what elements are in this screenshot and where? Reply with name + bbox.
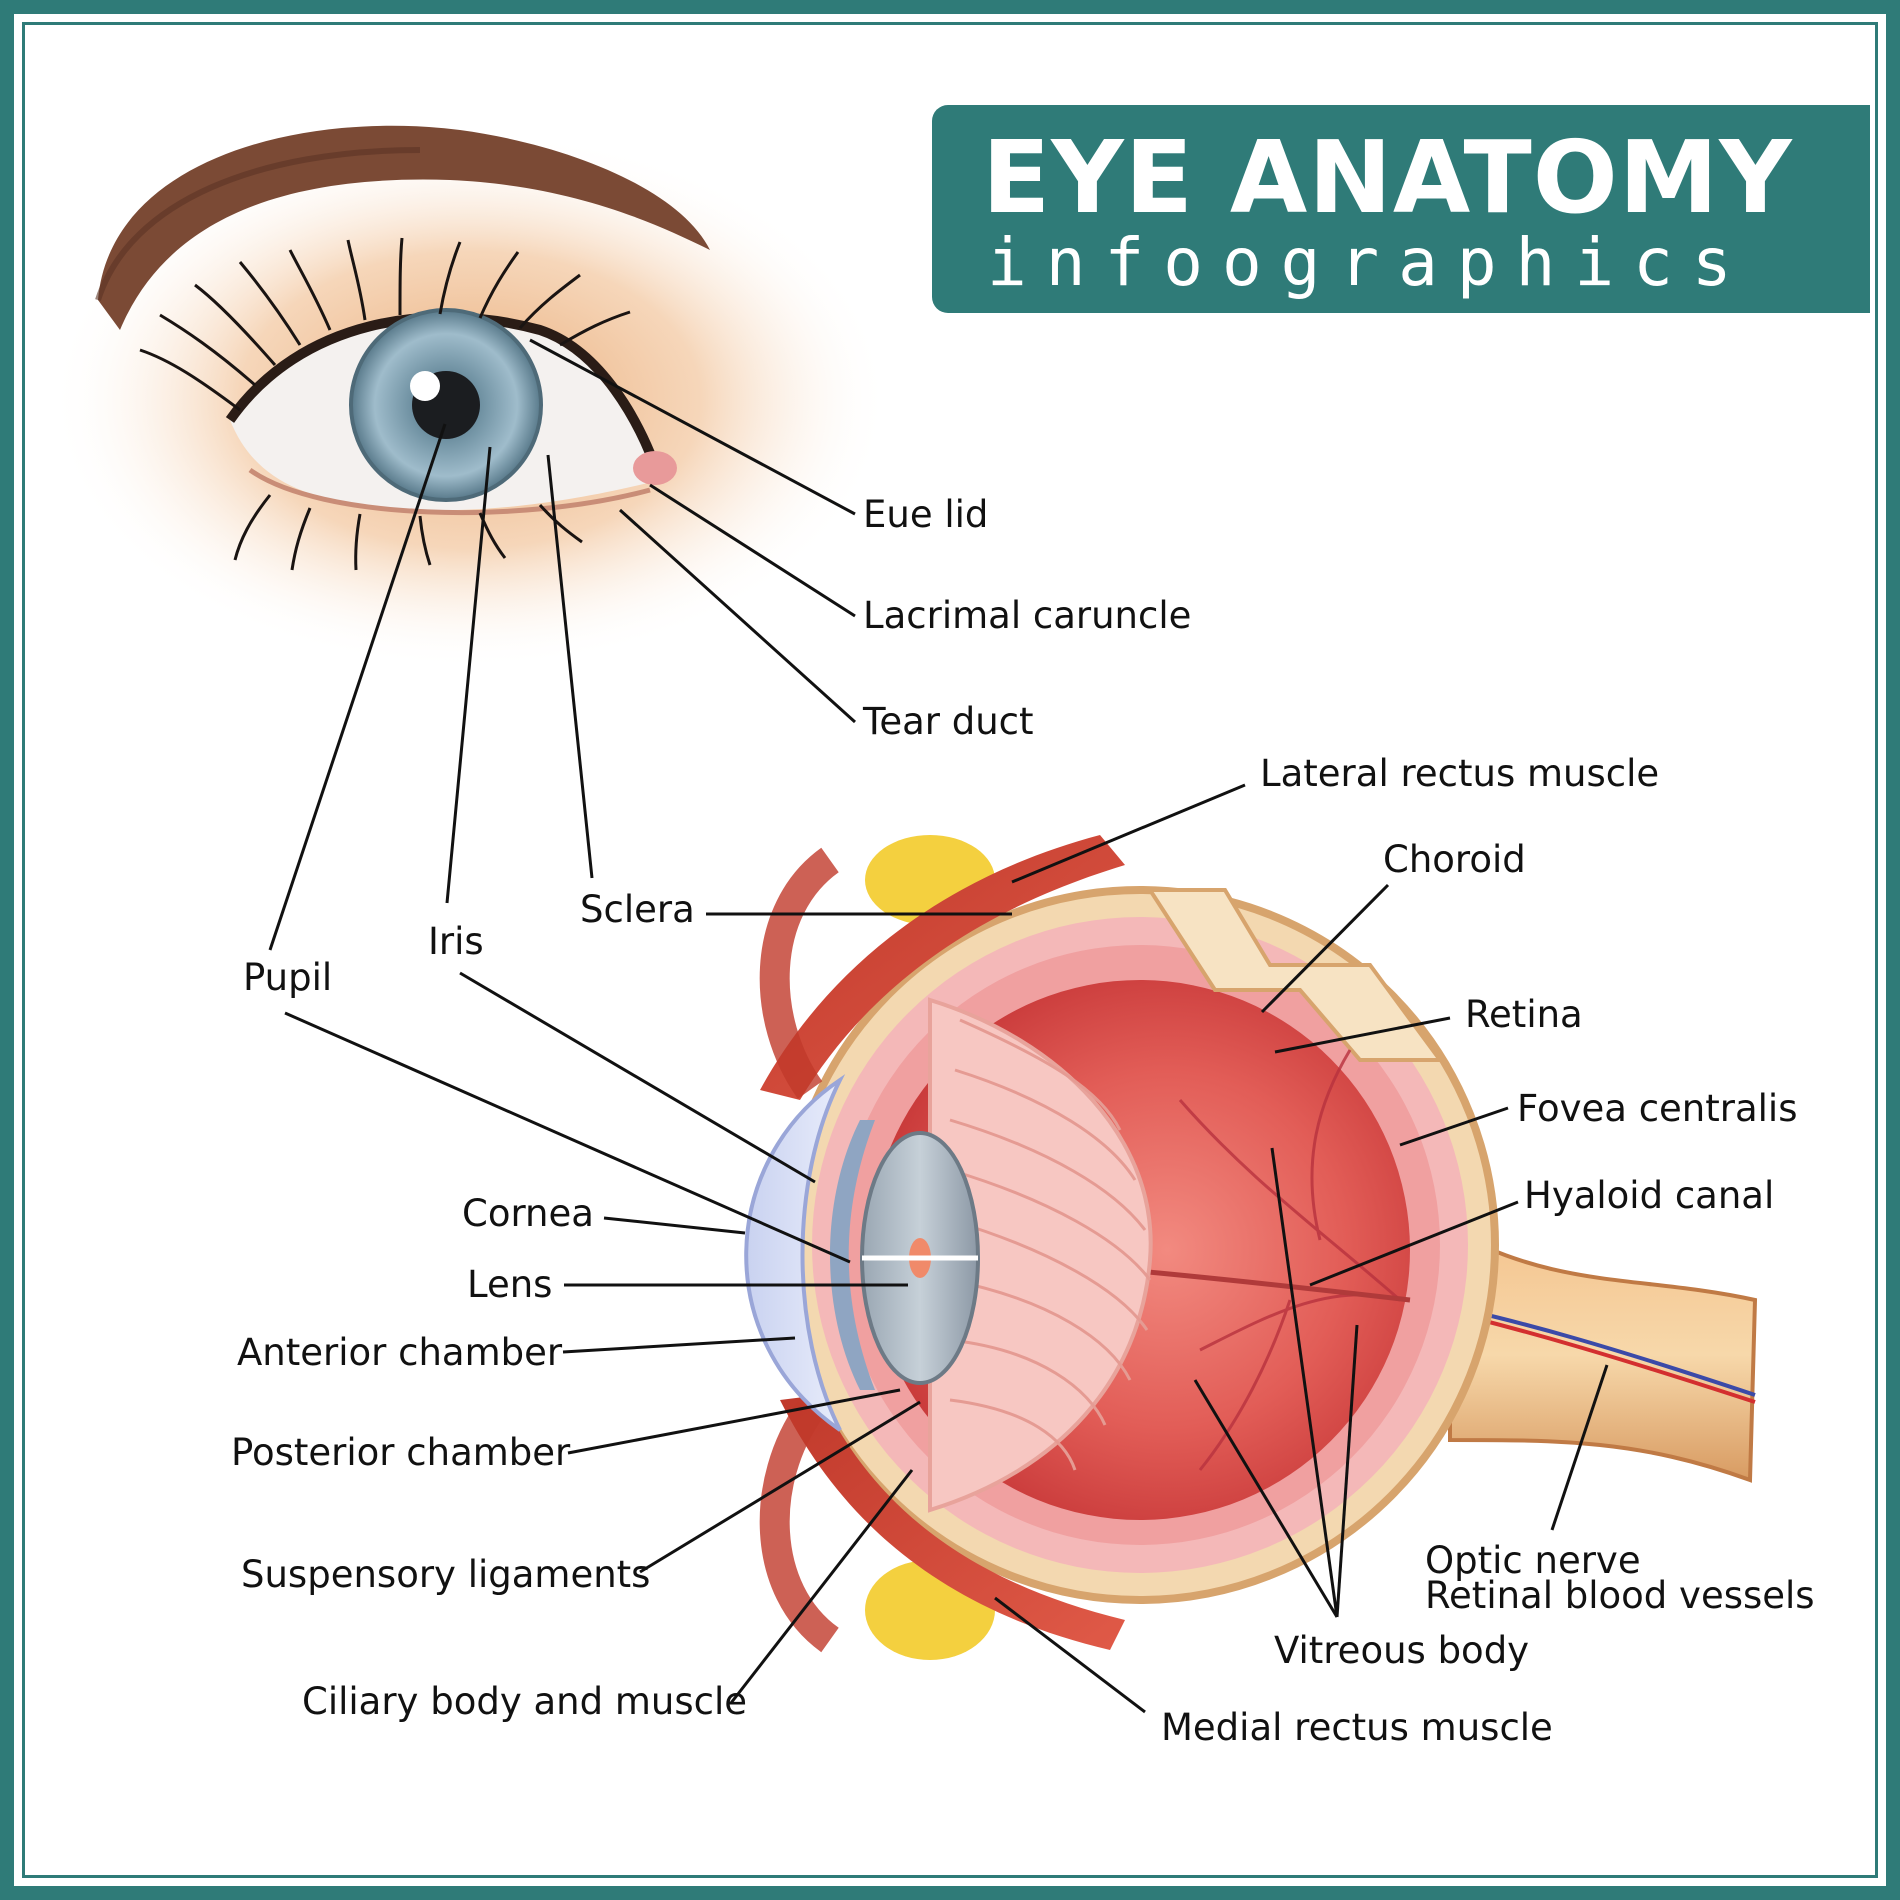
label-fovea-centralis: Fovea centralis [1517,1087,1798,1130]
label-retinal-blood-vessels: Retinal blood vessels [1425,1574,1815,1617]
leader-medial-rectus [994,1596,1146,1714]
label-posterior-chamber: Posterior chamber [231,1431,571,1474]
label-sclera: Sclera [580,888,695,931]
label-iris: Iris [428,920,484,963]
label-eye-lid: Eue lid [863,493,989,536]
label-tear-duct: Tear duct [863,700,1034,743]
cornea-shape [744,1074,846,1432]
leader-tear-duct [618,508,857,724]
leader-anterior-chamber [562,1336,796,1354]
leader-sclera-top [546,454,594,879]
label-lateral-rectus-muscle: Lateral rectus muscle [1260,752,1660,795]
label-vitreous-body: Vitreous body [1274,1629,1530,1672]
eyelashes [139,237,631,571]
leader-pupil [284,1011,851,1264]
leader-vitreous-3 [1335,1324,1359,1618]
leader-ciliary [729,1469,914,1704]
leader-posterior-chamber [567,1388,901,1455]
leader-pupil-top [268,423,447,951]
leader-retina [1274,1016,1451,1054]
leader-lacrimal-caruncle [649,483,856,618]
iris-cross-section [830,1120,875,1390]
inner-frame [22,22,1878,1878]
leader-lines [268,338,1609,1714]
label-choroid: Choroid [1383,838,1526,881]
caruncle-shape [633,451,677,485]
label-cornea: Cornea [462,1192,594,1235]
ciliary-body-shape [928,997,1153,1513]
title-banner: EYE ANATOMY infoographics [932,105,1870,313]
leader-iris-top [445,446,492,904]
leader-optic-nerve [1550,1364,1609,1531]
label-lacrimal-caruncle: Lacrimal caruncle [863,594,1192,637]
leader-suspensory [639,1400,921,1574]
label-medial-rectus-muscle: Medial rectus muscle [1161,1706,1553,1749]
label-suspensory-ligaments: Suspensory ligaments [241,1553,651,1596]
leader-lateral-rectus [1011,783,1246,884]
label-lens: Lens [467,1263,553,1306]
leader-iris [459,971,816,1184]
leader-hyaloid [1309,1200,1519,1287]
cutaway-layers [1146,888,1444,1062]
leader-eye-lid [529,338,856,516]
leader-choroid [1260,883,1390,1014]
eyeball-cross-section [744,835,1758,1660]
external-eye-illustration [50,125,890,670]
label-optic-nerve: Optic nerve [1425,1539,1641,1582]
leader-fovea [1399,1106,1509,1147]
eyebrow [98,125,710,330]
eye-highlight [410,371,440,401]
page-title: EYE ANATOMY [982,119,1793,236]
leader-vitreous-2 [1270,1147,1339,1618]
label-ciliary-body-and-muscle: Ciliary body and muscle [302,1680,748,1723]
leader-vitreous-1 [1193,1379,1339,1618]
label-pupil: Pupil [243,956,333,999]
label-retina: Retina [1465,993,1583,1036]
label-hyaloid-canal: Hyaloid canal [1524,1174,1775,1217]
label-anterior-chamber: Anterior chamber [237,1331,563,1374]
leader-cornea [603,1216,746,1235]
page-subtitle: infoographics [987,224,1751,301]
